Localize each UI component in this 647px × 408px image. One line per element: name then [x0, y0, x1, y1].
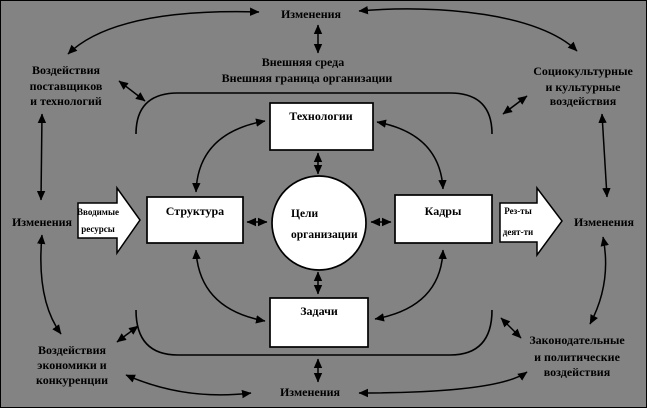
legislative-label-line2: и политические [534, 350, 621, 364]
personnel-label: Кадры [425, 204, 462, 218]
arrow-suppliers-to-changes-left [36, 113, 47, 201]
changes-label-left: Изменения [12, 215, 73, 229]
inner-arc-structure-technology [192, 118, 266, 193]
structure-label: Структура [166, 204, 224, 218]
external-boundary-label: Внешняя граница организации [222, 71, 393, 85]
input-resources-arrow [77, 185, 141, 256]
economy-label-line2: экономики и [37, 358, 107, 372]
goals-label-line1: Цели [291, 208, 319, 220]
inner-arc-personnel-tasks [374, 249, 447, 322]
changes-label-bottom: Изменения [280, 385, 341, 399]
technology-box [269, 102, 374, 151]
changes-label-top: Изменения [281, 7, 342, 21]
suppliers-label-line1: Воздействия [32, 63, 101, 77]
arc-suppliers-to-changes-top [67, 7, 260, 55]
output-results-arrow [499, 185, 563, 258]
corner-arrow-top-left [118, 80, 146, 102]
goals-label-line2: организации [291, 229, 358, 241]
personnel-box [394, 194, 493, 244]
technology-label: Технологии [289, 109, 352, 123]
sociocultural-label-line3: воздействия [550, 94, 617, 108]
sociocultural-label-line2: и культурные [546, 80, 622, 94]
output-results-label-line1: Рез-ты [504, 206, 531, 216]
external-environment-label: Внешняя среда [262, 55, 345, 69]
arrow-changes-right-to-legislative [589, 236, 609, 325]
goals-circle [271, 175, 367, 271]
legislative-label-line3: воздействия [544, 365, 611, 379]
legislative-label-line1: Законодательные [529, 333, 625, 347]
input-resources-label-line1: Вводимые [77, 207, 119, 217]
structure-box [146, 196, 244, 244]
arrow-changes-left-to-economy [36, 234, 62, 335]
corner-arrow-bottom-right [500, 317, 522, 339]
arc-changes-bottom-to-legislative [358, 371, 528, 398]
tasks-box [269, 297, 369, 348]
inner-arc-technology-personnel [376, 119, 447, 190]
corner-arrow-top-right [502, 95, 528, 115]
inner-arc-tasks-structure [192, 249, 266, 324]
suppliers-label-line2: поставщиков [30, 79, 103, 93]
organization-boundary-bottom [135, 309, 493, 356]
economy-label-line3: конкуренции [36, 373, 108, 387]
corner-arrow-bottom-left [116, 325, 139, 343]
arc-changes-top-to-sociocultural [358, 6, 578, 52]
suppliers-label-line3: и технологий [30, 94, 102, 108]
economy-label-line1: Воздействия [38, 343, 107, 357]
arrow-sociocultural-to-changes-right [598, 113, 611, 198]
arc-economy-to-changes-bottom [125, 374, 252, 399]
input-resources-label-line2: ресурсы [81, 224, 115, 234]
organization-boundary-top [135, 92, 493, 135]
tasks-label: Задачи [300, 304, 338, 318]
sociocultural-label-line1: Социокультурные [533, 64, 633, 78]
output-results-label-line2: деят-ти [503, 227, 533, 237]
changes-label-right: Изменения [574, 215, 635, 229]
